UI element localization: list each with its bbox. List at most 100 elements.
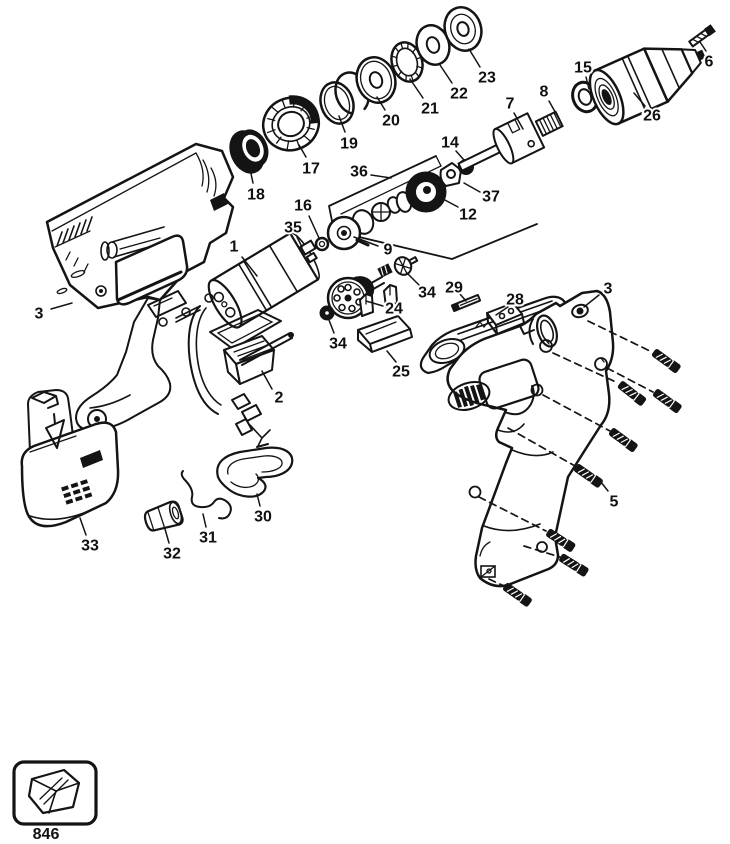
callout-leader-33-28 [79, 517, 87, 536]
callout-leader-21-17 [409, 78, 424, 99]
part-callout-34-29: 34 [329, 336, 347, 353]
callout-leader-1-0 [241, 256, 258, 277]
callout-leader-12-9 [442, 198, 459, 208]
clip-30 [216, 446, 294, 498]
callout-leader-3-3 [583, 294, 600, 308]
callout-leader-6-5 [699, 41, 707, 52]
bit-holder-32 [143, 500, 184, 532]
part-callout-29-24: 29 [445, 280, 463, 297]
wire-form-31 [180, 470, 232, 520]
part-callout-19-15: 19 [340, 136, 358, 153]
part-callout-37-33: 37 [482, 189, 500, 206]
callout-leader-19-15 [338, 115, 346, 133]
callout-leader-17-13 [298, 144, 307, 158]
part-callout-31-26: 31 [199, 530, 217, 547]
screw-guide-lines [478, 320, 654, 587]
part-callout-23-19: 23 [478, 70, 496, 87]
callout-leader-34-30 [406, 272, 420, 286]
callout-leader-8-7 [548, 100, 559, 118]
callout-leader-31-26 [202, 513, 207, 528]
part-callout-17-13: 17 [302, 161, 320, 178]
callout-leader-23-19 [468, 48, 481, 68]
washer-20 [355, 56, 397, 104]
left-housing-half [45, 142, 235, 432]
hardware-bag-icon [27, 768, 81, 815]
part-callout-18-14: 18 [247, 187, 265, 204]
housing-screws-5 [502, 349, 682, 607]
callout-leader-34-29 [328, 319, 335, 334]
part-callout-28-23: 28 [506, 292, 524, 309]
callout-leader-14-10 [455, 150, 465, 161]
battery-pack-33 [20, 389, 120, 528]
pin-29 [450, 293, 482, 313]
callout-leader-36-32 [370, 174, 392, 179]
bearing-17 [261, 95, 321, 152]
hardware-bag-badge: 846 [12, 760, 98, 843]
clutch-gear-24 [326, 256, 419, 320]
washer-34-left [319, 305, 335, 321]
callout-leader-29-24 [459, 293, 467, 302]
part-callout-24-20: 24 [385, 301, 403, 318]
callout-leader-35-31 [296, 236, 303, 248]
part-callout-30-25: 30 [254, 509, 272, 526]
chuck-26 [588, 47, 706, 126]
callout-leader-9-8 [353, 236, 379, 247]
part-callout-6-5: 6 [705, 54, 714, 71]
part-callout-5-4: 5 [610, 494, 619, 511]
pawl-37 [439, 162, 462, 187]
callout-leader-15-11 [585, 76, 590, 90]
part-callout-32-27: 32 [163, 546, 181, 563]
callout-leader-2-1 [261, 370, 273, 390]
callout-leader-20-16 [376, 96, 386, 111]
callout-leader-32-27 [164, 528, 170, 544]
gear-case-plate-36 [328, 155, 538, 260]
washer-22 [415, 24, 451, 66]
part-callout-3-3: 3 [604, 281, 613, 298]
callout-leader-22-18 [439, 64, 453, 84]
badge-frame [12, 760, 98, 826]
part-callout-33-28: 33 [81, 538, 99, 555]
callout-leader-16-12 [308, 215, 320, 239]
part-callout-1-0: 1 [230, 239, 239, 256]
part-callout-3-2: 3 [35, 306, 44, 323]
chuck-screw-6 [688, 24, 716, 48]
part-callout-16-12: 16 [294, 198, 312, 215]
callout-leader-7-6 [513, 112, 524, 130]
gear-cluster-9 [326, 196, 402, 251]
bracket-25 [357, 284, 413, 353]
callout-leader-37-33 [463, 182, 481, 193]
callout-leader-30-25 [256, 493, 261, 507]
part-callout-15-11: 15 [574, 60, 592, 77]
part-callout-14-10: 14 [441, 135, 459, 152]
part-callout-35-31: 35 [284, 220, 302, 237]
callout-leader-26-22 [633, 92, 646, 107]
part-callout-36-32: 36 [350, 164, 368, 181]
part-callout-26-22: 26 [643, 108, 661, 125]
callout-leader-18-14 [249, 168, 254, 184]
ring-16 [314, 236, 330, 252]
part-callout-9-8: 9 [384, 242, 393, 259]
part-callout-2-1: 2 [275, 390, 284, 407]
switch-assembly-2 [187, 293, 294, 448]
part-callout-7-6: 7 [506, 96, 515, 113]
part-callout-22-18: 22 [450, 86, 468, 103]
right-housing-half [446, 289, 615, 588]
part-callout-34-30: 34 [418, 285, 436, 302]
part-callout-25-21: 25 [392, 364, 410, 381]
sleeve-18 [229, 129, 269, 174]
part-callout-21-17: 21 [421, 101, 439, 118]
badge-label: 846 [33, 826, 60, 843]
callout-leader-3-2 [50, 302, 73, 310]
callout-leader-5-4 [596, 476, 609, 492]
part-callout-12-9: 12 [459, 207, 477, 224]
gear-12 [395, 171, 447, 213]
part-callout-20-16: 20 [382, 113, 400, 130]
part-callout-8-7: 8 [540, 84, 549, 101]
motor-1 [207, 232, 320, 329]
callout-leader-24-20 [365, 300, 384, 307]
callout-leader-28-23 [495, 306, 509, 316]
callout-labels: 1233567891214151617181920212223242526282… [33, 52, 716, 565]
callout-leader-25-21 [386, 350, 397, 363]
